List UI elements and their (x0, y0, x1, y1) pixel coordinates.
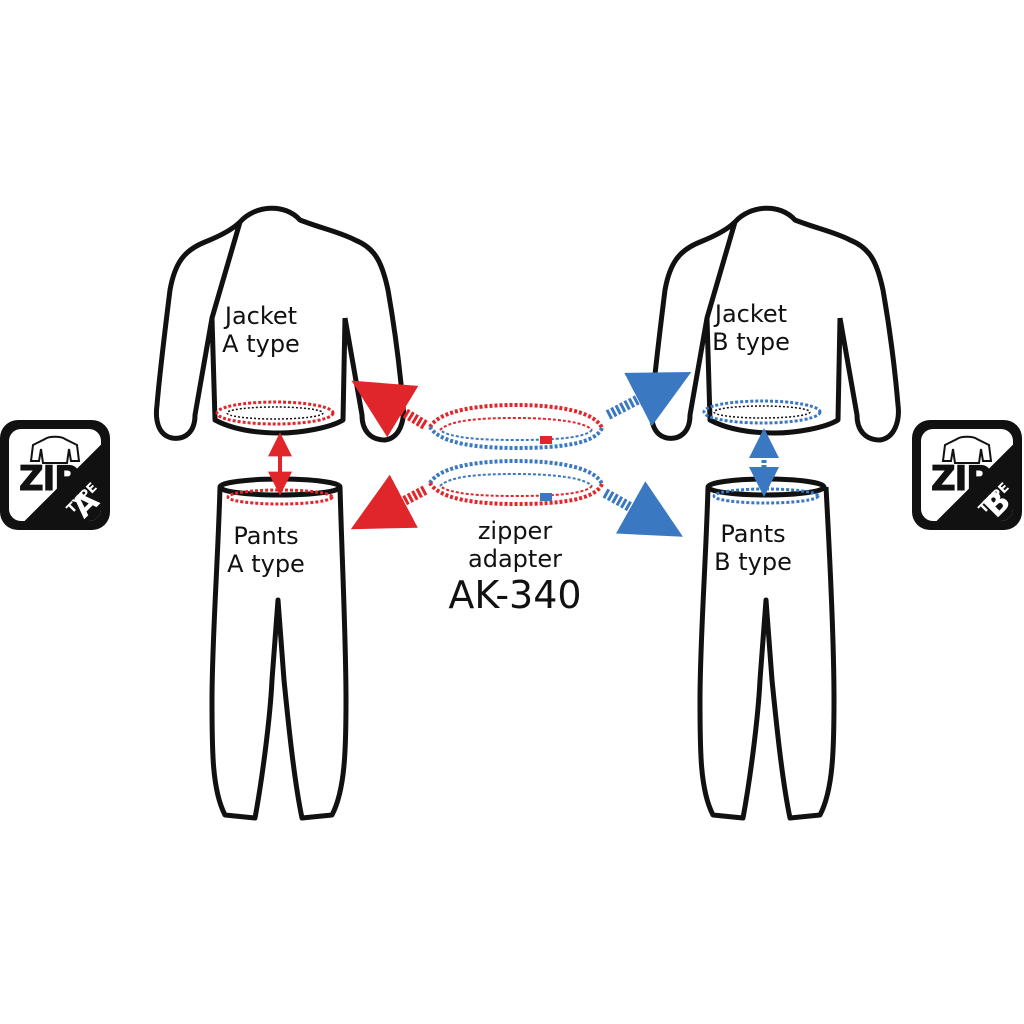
arrow-adapter-to-jacket-a (351, 380, 428, 438)
pants-b-line1: Pants (720, 520, 786, 548)
jacket-a-inner-loop (226, 406, 324, 420)
adapter-bottom-tab (540, 493, 552, 501)
jacket-b-line2: B type (712, 328, 790, 356)
jacket-a-label: Jacket A type (200, 302, 322, 358)
suit-icon (941, 435, 993, 464)
jacket-a-line1: Jacket (224, 302, 298, 330)
adapter-model: AK-340 (448, 573, 582, 617)
pants-a-line2: A type (227, 550, 305, 578)
jacket-b-zip-loop (702, 399, 822, 425)
adapter-line1: zipper (477, 517, 553, 545)
pants-a-label: Pants A type (205, 522, 327, 578)
adapter-label: zipper adapter AK-340 (430, 517, 600, 617)
arrow-adapter-to-jacket-b (605, 371, 692, 427)
pants-a-zip-loop (226, 488, 334, 506)
zip-type-a-badge: ZIP TYPE A (0, 420, 110, 530)
jacket-b-line1: Jacket (714, 300, 788, 328)
adapter-line2: adapter (468, 545, 562, 573)
pants-b-label: Pants B type (692, 520, 814, 576)
pants-a-line1: Pants (233, 522, 299, 550)
jacket-a-zip-loop (215, 400, 335, 426)
pants-b-zip-loop (712, 487, 820, 505)
arrow-adapter-to-pants-a (350, 474, 428, 530)
suit-icon (29, 435, 81, 464)
adapter-ring-bottom (428, 458, 604, 507)
zip-type-b-badge: ZIP TYPE B (912, 420, 1022, 530)
pants-b-line2: B type (714, 548, 792, 576)
jacket-a-line2: A type (222, 330, 300, 358)
arrow-adapter-to-pants-b (602, 481, 683, 537)
adapter-top-tab (540, 436, 552, 444)
jacket-b-inner-loop (713, 405, 811, 419)
jacket-b-label: Jacket B type (690, 300, 812, 356)
adapter-ring-top (428, 402, 604, 451)
